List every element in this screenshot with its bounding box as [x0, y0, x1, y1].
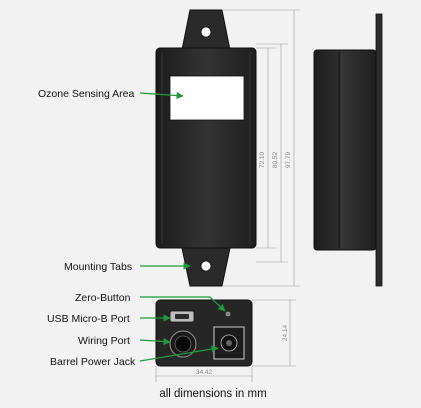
- dimension-80-52: 80.52: [272, 151, 279, 168]
- label-mounting-tabs: Mounting Tabs: [64, 261, 132, 273]
- dimension-34-42: 34.42: [196, 369, 213, 376]
- label-zero-button: Zero-Button: [75, 292, 131, 304]
- side-mounting-plate: [375, 13, 383, 287]
- arrow-wiring-port: [139, 337, 171, 346]
- arrow-ozone-sensing-area: [139, 91, 184, 100]
- label-wiring-port: Wiring Port: [78, 335, 130, 347]
- arrow-barrel-power-jack: [139, 345, 219, 362]
- zero-button: [225, 311, 231, 317]
- arrow-zero-button: [140, 296, 226, 312]
- dimension-97-79: 97.79: [285, 151, 292, 168]
- side-housing: [313, 49, 377, 251]
- ozone-sensing-window: [169, 75, 245, 121]
- bottom-view: [155, 299, 253, 367]
- front-view: [155, 9, 257, 287]
- height-dimensions: [222, 9, 300, 287]
- label-barrel-power-jack: Barrel Power Jack: [50, 356, 136, 368]
- side-view: [313, 13, 383, 287]
- footer-note: all dimensions in mm: [159, 388, 266, 400]
- bottom-dimensions: [155, 299, 296, 382]
- dimension-24-14: 24.14: [282, 324, 289, 341]
- callouts: Ozone Sensing Area Mounting Tabs Zero-Bu…: [38, 88, 226, 368]
- top-mounting-hole: [200, 26, 212, 38]
- label-ozone-sensing-area: Ozone Sensing Area: [38, 88, 134, 100]
- label-usb-micro-b-port: USB Micro-B Port: [47, 313, 130, 325]
- dimension-72-10: 72.10: [259, 151, 266, 168]
- bottom-mounting-hole: [200, 260, 212, 272]
